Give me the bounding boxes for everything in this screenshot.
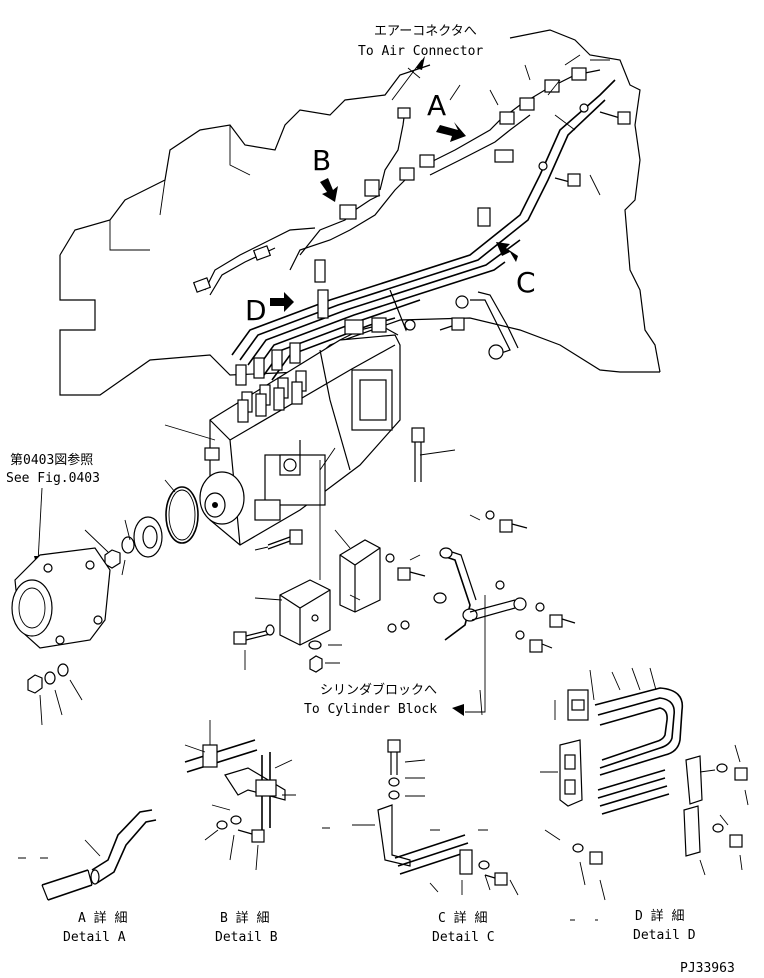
see-fig-label-en: See Fig.0403 <box>6 471 100 486</box>
detail-c-drawing <box>322 739 519 896</box>
pump-mount-bolts <box>254 427 425 551</box>
bolts-top-right <box>439 54 631 331</box>
detail-a-label-en: Detail A <box>63 930 126 945</box>
detail-a-drawing <box>18 809 157 901</box>
cylinder-block-label-jp: シリンダブロックへ <box>320 682 437 698</box>
view-marker-c: C <box>516 266 536 299</box>
detail-d-label-en: Detail D <box>633 928 696 943</box>
gear-housing <box>11 547 111 726</box>
view-marker-a: A <box>427 89 446 122</box>
view-c-arrow-icon <box>496 242 518 262</box>
view-marker-d: D <box>245 294 267 327</box>
cylinder-block-label-en: To Cylinder Block <box>304 702 437 717</box>
air-connector-label-jp: エアーコネクタへ <box>374 24 477 39</box>
view-d-arrow-icon <box>270 292 294 312</box>
detail-captions: A 詳 細 Detail A B 詳 細 Detail B C 詳 細 Deta… <box>63 908 696 945</box>
view-arrows <box>270 122 518 312</box>
detail-a-label-jp: A 詳 細 <box>78 910 127 926</box>
arrow-head-icon <box>452 704 464 716</box>
detail-b-label-jp: B 詳 細 <box>220 910 269 926</box>
pump-brackets <box>233 460 381 673</box>
view-a-arrow-icon <box>436 122 466 142</box>
cylinder-block-callout: シリンダブロックへ To Cylinder Block <box>304 595 486 717</box>
detail-c-label-jp: C 詳 細 <box>438 910 487 926</box>
detail-b-drawing <box>184 720 296 871</box>
detail-c-label-en: Detail C <box>432 930 495 945</box>
air-connector-label-en: To Air Connector <box>358 44 483 59</box>
engine-block-outline <box>59 29 661 396</box>
overflow-line-parts <box>349 510 576 716</box>
view-marker-b: B <box>312 144 331 177</box>
detail-d-label-jp: D 詳 細 <box>635 908 684 924</box>
see-fig-label-jp: 第0403図参照 <box>10 452 93 468</box>
air-connector-callout: エアーコネクタへ To Air Connector <box>358 24 483 101</box>
tube-fittings <box>192 67 589 360</box>
arrow-head-icon <box>416 56 425 70</box>
detail-b-label-en: Detail B <box>215 930 278 945</box>
detail-d-drawing <box>540 667 749 921</box>
drawing-code: PJ33963 <box>680 961 735 976</box>
injection-pump <box>164 317 456 546</box>
view-b-arrow-icon <box>320 178 338 202</box>
coupling-parts <box>84 479 199 576</box>
